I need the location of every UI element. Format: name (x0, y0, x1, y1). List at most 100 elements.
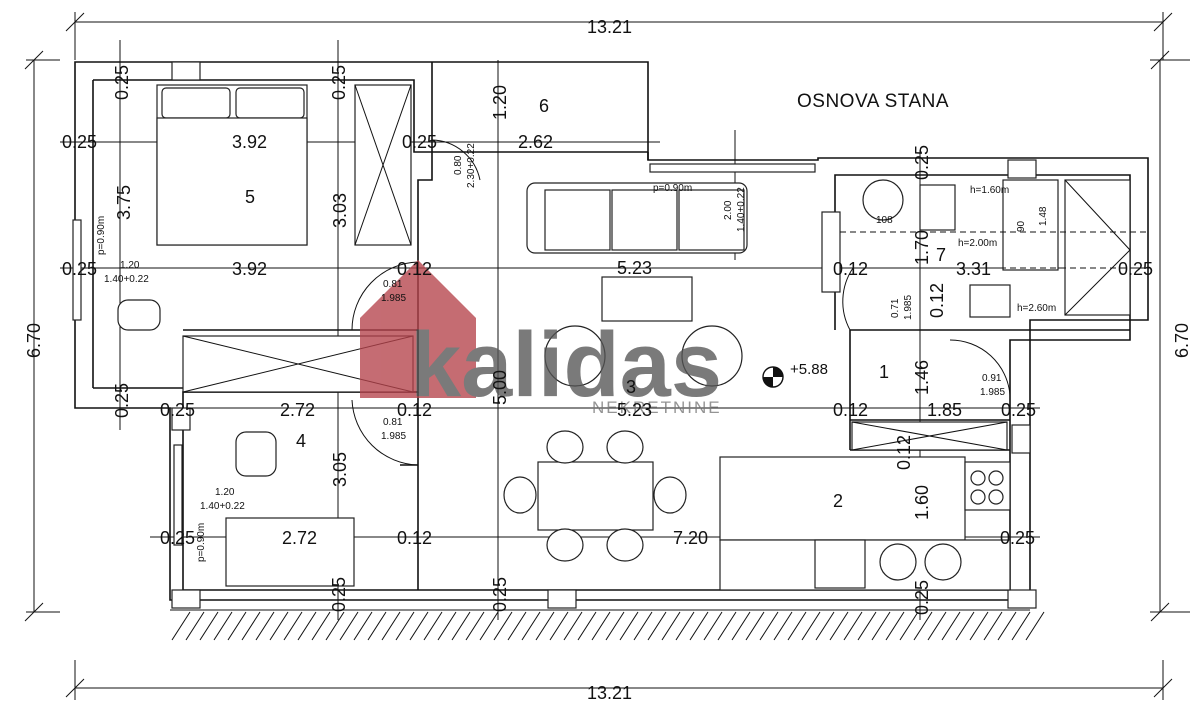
hatch-line (171, 611, 191, 641)
shower-size: 1.48 (1038, 206, 1049, 226)
dim-value: 1.85 (927, 400, 962, 420)
hatch-line (479, 611, 499, 641)
hatch-line (241, 611, 261, 641)
hatch-line (255, 611, 275, 641)
dim-value: 3.92 (232, 259, 267, 279)
dim-value: 0.25 (490, 577, 510, 612)
hatch-line (633, 611, 653, 641)
dim-value: 1.46 (912, 360, 932, 395)
window-height: 1.40+0.22 (104, 274, 149, 285)
door-height: 1.985 (980, 387, 1005, 398)
hatch-line (941, 611, 961, 641)
ground-hatch (170, 609, 1045, 641)
parapet: p=0.90m (196, 523, 207, 562)
dim-value: 5.23 (617, 400, 652, 420)
room-label-1: 1 (879, 362, 889, 382)
hatch-line (605, 611, 625, 641)
room-label-3: 3 (626, 377, 636, 397)
hatch-line (661, 611, 681, 641)
watermark-brand: kalidas (410, 314, 722, 416)
dim-value: 0.12 (397, 400, 432, 420)
dim-value: 0.25 (1001, 400, 1036, 420)
dim-value: 2.72 (280, 400, 315, 420)
dim-value: 7.20 (673, 528, 708, 548)
hatch-line (619, 611, 639, 641)
room-label-6: 6 (539, 96, 549, 116)
house-icon (360, 260, 476, 398)
hatch-line (899, 611, 919, 641)
dim-value: 0.25 (62, 132, 97, 152)
door-height: 1.985 (381, 293, 406, 304)
hatch-line (409, 611, 429, 641)
hatch-line (647, 611, 667, 641)
parapet: p=0.90m (96, 216, 107, 255)
hatch-line (745, 611, 765, 641)
watermark-sub: NEKRETNINE (592, 398, 722, 417)
door-width: 0.71 (890, 298, 901, 318)
watermark-logo: kalidas NEKRETNINE (360, 260, 722, 417)
hatch-line (199, 611, 219, 641)
hatch-line (591, 611, 611, 641)
hatch-line (437, 611, 457, 641)
hatch-line (563, 611, 583, 641)
door-width: 0.81 (383, 279, 403, 290)
plan-title: OSNOVA STANA (797, 91, 949, 112)
hatch-line (969, 611, 989, 641)
hatch-line (675, 611, 695, 641)
hatch-line (521, 611, 541, 641)
hatch-line (815, 611, 835, 641)
hatch-line (843, 611, 863, 641)
hatch-line (801, 611, 821, 641)
dim-value: 1.70 (912, 230, 932, 265)
hatch-line (997, 611, 1017, 641)
dim-value: 0.12 (833, 400, 868, 420)
window-width: 2.00 (723, 200, 734, 220)
level-marker (762, 366, 784, 388)
hatch-line (283, 611, 303, 641)
hatch-line (857, 611, 877, 641)
dim-value: 0.12 (894, 435, 914, 470)
window-width: 1.20 (120, 260, 140, 271)
overall-width-bottom: 13.21 (587, 683, 632, 703)
window-height: 1.40+0.22 (736, 187, 747, 232)
door-width: 0.80 (453, 155, 464, 175)
hatch-line (927, 611, 947, 641)
hatch-line (885, 611, 905, 641)
hatch-line (381, 611, 401, 641)
hatch-line (339, 611, 359, 641)
hatch-line (577, 611, 597, 641)
dim-value: 0.25 (160, 400, 195, 420)
hatch-line (871, 611, 891, 641)
small-annotations: 1.20 1.40+0.22 p=0.90m 1.20 1.40+0.22 p=… (96, 143, 1056, 562)
dim-value: 0.25 (62, 259, 97, 279)
hatch-line (269, 611, 289, 641)
hatch-line (1011, 611, 1031, 641)
room-label-7: 7 (936, 245, 946, 265)
hatch-line (493, 611, 513, 641)
tile-height: h=2.00m (958, 238, 997, 249)
hatch-line (185, 611, 205, 641)
overall-height-right: 6.70 (1172, 323, 1192, 358)
dim-value: 3.75 (114, 185, 134, 220)
tile-height: h=2.60m (1017, 303, 1056, 314)
hatch-line (787, 611, 807, 641)
hatch-line (689, 611, 709, 641)
window-width: 1.20 (215, 487, 235, 498)
dim-value: 0.25 (402, 132, 437, 152)
hatch-line (395, 611, 415, 641)
hatch-line (1025, 611, 1045, 641)
dim-value: 3.92 (232, 132, 267, 152)
hatch-line (983, 611, 1003, 641)
hatch-line (465, 611, 485, 641)
hatch-line (829, 611, 849, 641)
columns (171, 61, 1037, 609)
hatch-line (955, 611, 975, 641)
hatch-line (731, 611, 751, 641)
hatch-line (297, 611, 317, 641)
dim-value: 1.20 (490, 85, 510, 120)
hatch-line (717, 611, 737, 641)
dim-value: 0.12 (397, 528, 432, 548)
dim-value: 5.23 (617, 258, 652, 278)
dim-value: 0.25 (329, 577, 349, 612)
hatch-line (367, 611, 387, 641)
